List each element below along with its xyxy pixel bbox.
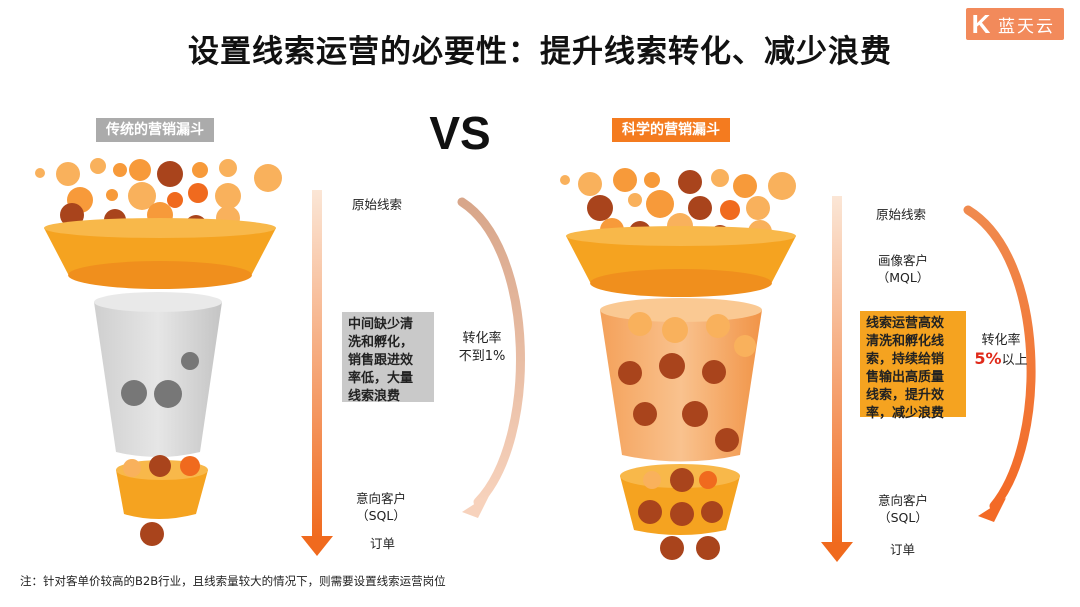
brand-logo-text: 蓝天云	[998, 16, 1055, 37]
left-issue-line: 率低，大量	[348, 371, 414, 386]
right-solution-line: 线索运营高效	[866, 316, 945, 331]
right-rate-suffix: 以上	[1001, 353, 1028, 368]
right-solution-line: 清洗和孵化线	[866, 334, 945, 349]
lead-balls-middle-right	[618, 312, 756, 452]
right-stage-mql: 画像客户 （MQL）	[870, 252, 936, 286]
lead-balls-middle-left	[121, 352, 199, 408]
right-solution-line: 线索，提升效	[866, 388, 945, 403]
left-stage-sql-label: 意向客户	[355, 491, 406, 506]
right-conversion-rate: 转化率 5%以上	[968, 332, 1034, 370]
scientific-funnel-tag: 科学的营销漏斗	[612, 118, 730, 142]
left-issue-line: 中间缺少清	[348, 317, 414, 332]
right-stage-mql-sub: （MQL）	[876, 270, 930, 285]
left-stage-sql-sub: （SQL）	[356, 508, 406, 523]
right-down-arrow	[821, 196, 853, 562]
traditional-funnel	[35, 158, 282, 546]
right-stage-raw-leads: 原始线索	[876, 207, 927, 222]
brand-logo: K 蓝天云	[966, 8, 1064, 40]
right-stage-order: 订单	[890, 542, 916, 557]
right-curve-arrow	[963, 205, 1036, 522]
right-stage-sql-label: 意向客户	[877, 493, 928, 508]
brand-logo-letter: K	[971, 8, 991, 39]
right-solution-line: 索，持续给销	[866, 352, 945, 367]
left-issue-line: 销售跟进效	[348, 353, 414, 368]
left-down-arrow	[301, 190, 333, 556]
left-issue-line: 线索浪费	[348, 389, 401, 404]
right-solution-line: 率，减少浪费	[866, 406, 945, 421]
right-rate-label: 转化率	[981, 333, 1021, 348]
right-rate-big: 5%	[974, 349, 1002, 368]
lead-balls-bottom-right	[638, 468, 723, 560]
vs-label: VS	[429, 107, 491, 159]
lead-balls-bottom-left	[123, 455, 200, 546]
left-issue-box: 中间缺少清 洗和孵化， 销售跟进效 率低，大量 线索浪费	[342, 312, 434, 404]
left-rate-label: 转化率	[462, 331, 502, 346]
right-stage-sql-sub: （SQL）	[878, 510, 928, 525]
right-stage-mql-label: 画像客户	[877, 253, 928, 268]
right-solution-box: 线索运营高效 清洗和孵化线 索，持续给销 售输出高质量 线索，提升效 率，减少浪…	[860, 311, 966, 421]
left-stage-raw-leads: 原始线索	[352, 197, 403, 212]
right-solution-line: 售输出高质量	[866, 370, 945, 385]
left-curve-arrow	[457, 197, 525, 518]
traditional-funnel-tag: 传统的营销漏斗	[96, 118, 214, 142]
left-conversion-rate: 转化率 不到1%	[452, 330, 512, 366]
left-stage-sql: 意向客户 （SQL）	[348, 490, 414, 524]
footnote: 注：针对客单价较高的B2B行业，且线索量较大的情况下，则需要设置线索运营岗位	[20, 574, 446, 588]
left-stage-order: 订单	[370, 536, 396, 551]
left-rate-value: 不到1%	[458, 349, 506, 364]
page-title: 设置线索运营的必要性：提升线索转化、减少浪费	[188, 34, 892, 70]
scientific-funnel	[560, 168, 796, 560]
left-issue-line: 洗和孵化，	[348, 335, 414, 350]
right-stage-sql: 意向客户 （SQL）	[870, 492, 936, 526]
